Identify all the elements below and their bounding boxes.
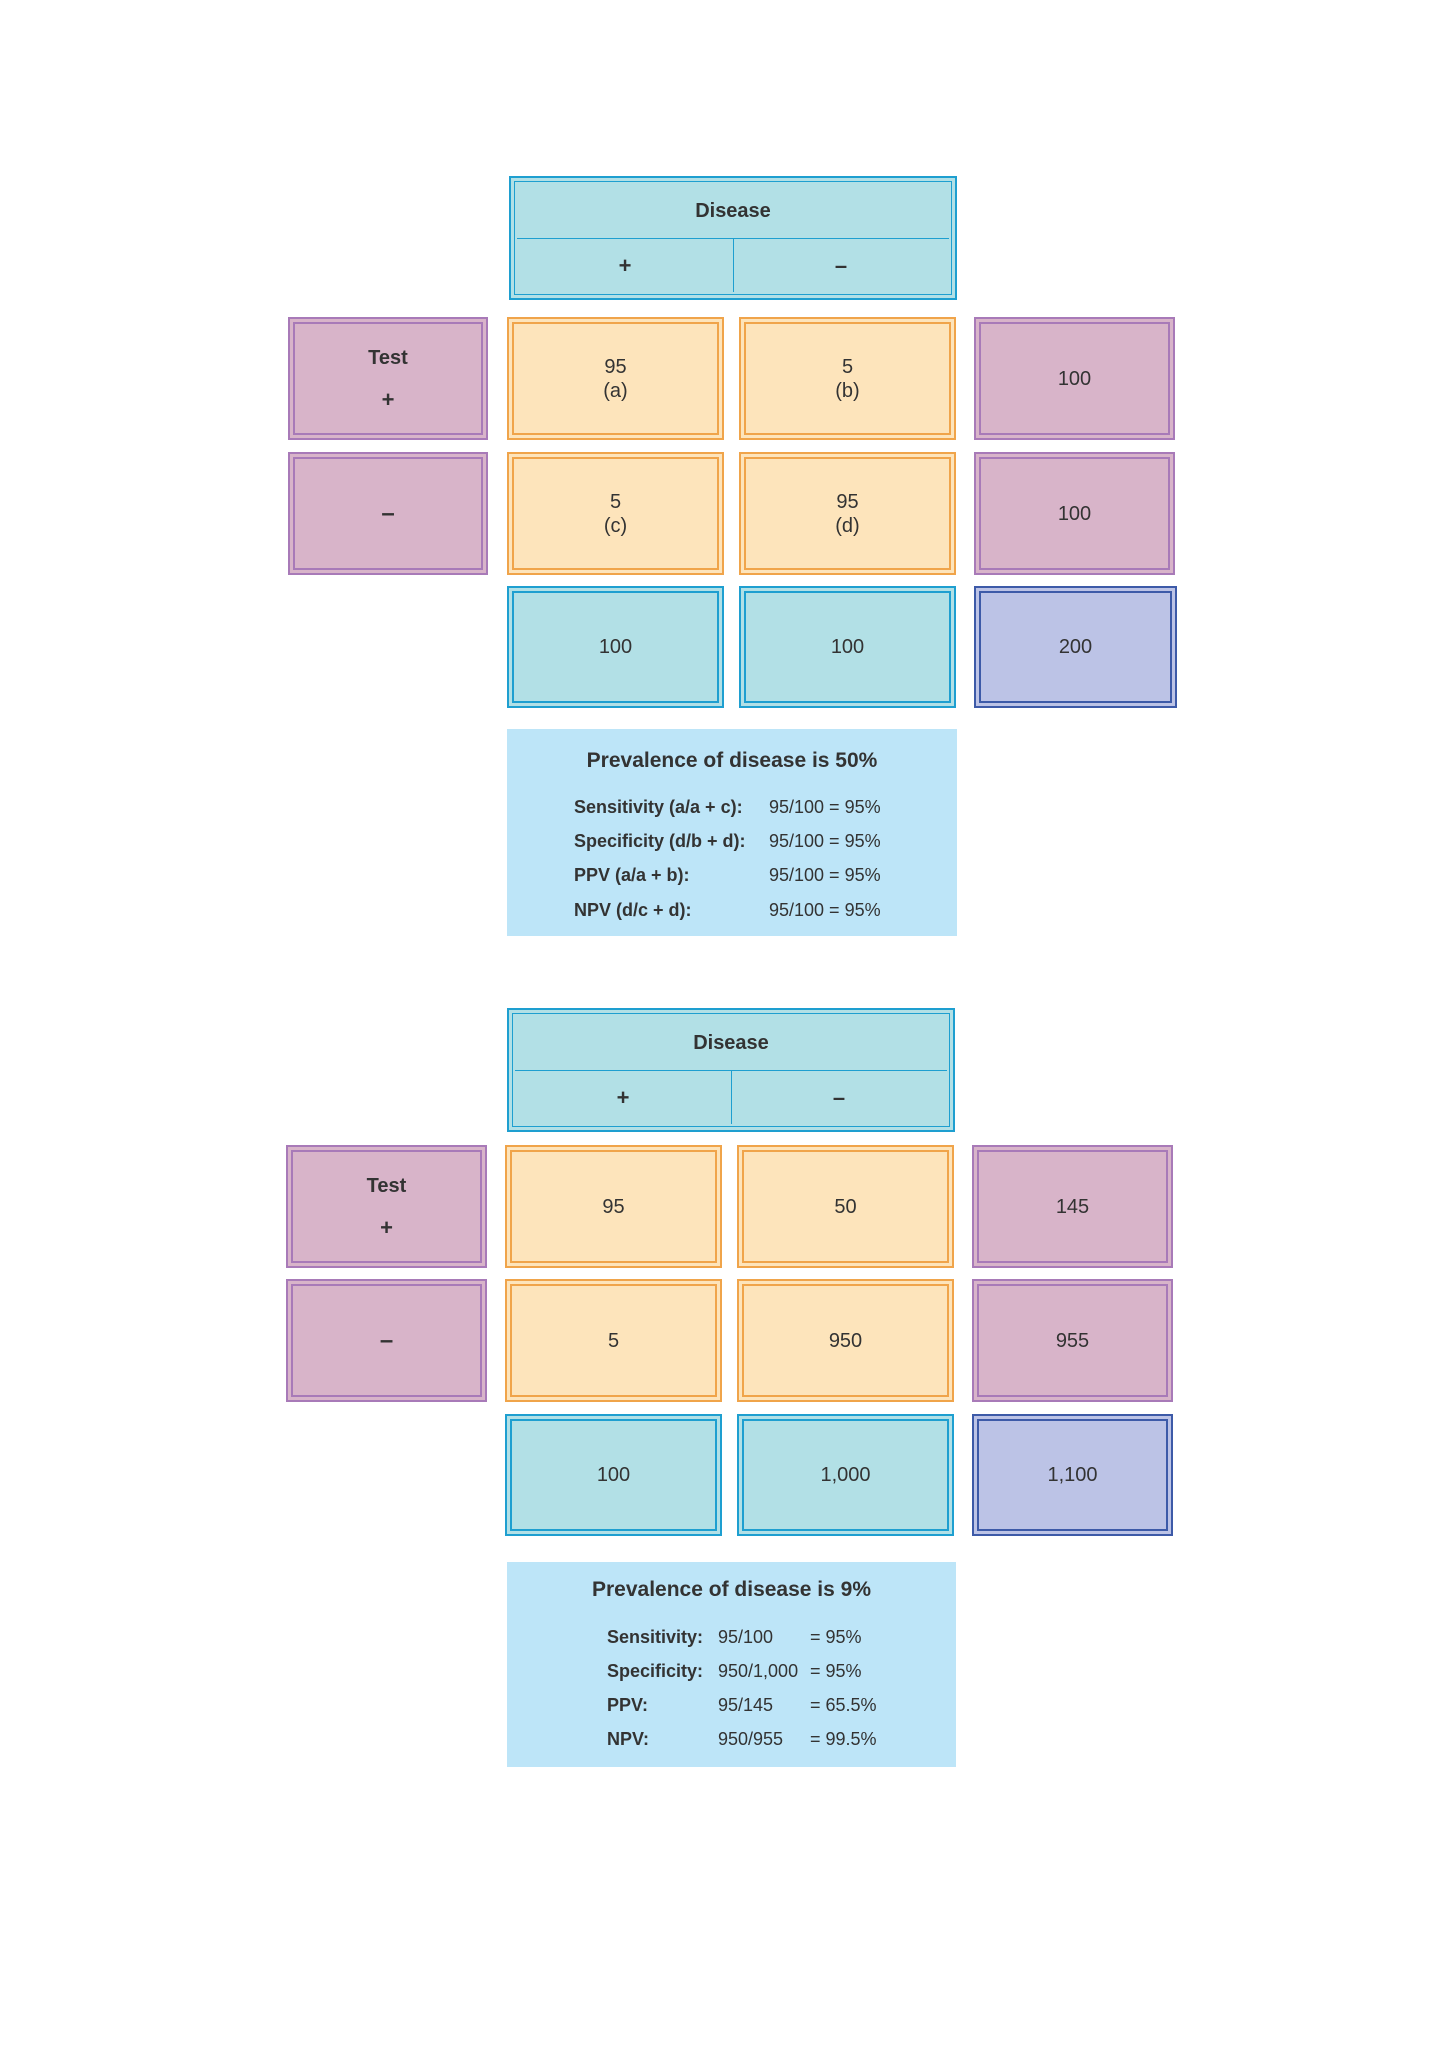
t2-col-total-minus: 1,000 bbox=[737, 1414, 954, 1536]
t2-summary-result: = 95% bbox=[810, 1627, 862, 1647]
t2-summary-panel: Prevalence of disease is 9% Sensitivity:… bbox=[507, 1562, 956, 1767]
t1-test-label: Test bbox=[368, 346, 408, 369]
t1-test-minus-box: – bbox=[288, 452, 488, 575]
t1-col-total-minus-value: 100 bbox=[830, 636, 865, 658]
t2-summary-result: = 99.5% bbox=[810, 1729, 877, 1749]
t2-test-plus-sign: + bbox=[380, 1214, 393, 1240]
t1-summary-label: Sensitivity (a/a + c): bbox=[574, 797, 743, 817]
t2-summary-label: Sensitivity: bbox=[607, 1627, 704, 1647]
t1-row-total-minus-value: 100 bbox=[1057, 502, 1092, 525]
t2-disease-title: Disease bbox=[515, 1016, 947, 1071]
t1-disease-plus: + bbox=[517, 239, 734, 292]
t2-disease-minus: – bbox=[832, 1084, 846, 1110]
t1-summary-value: 95/100 = 95% bbox=[769, 831, 881, 851]
t1-summary-value: 95/100 = 95% bbox=[769, 865, 881, 885]
t1-test-minus-sign: – bbox=[381, 499, 395, 527]
t2-summary-value: 950/955 bbox=[718, 1729, 784, 1749]
t2-cell-b: 50 bbox=[737, 1145, 954, 1268]
t1-cell-d-value: 95 bbox=[836, 490, 859, 513]
t1-summary-panel: Prevalence of disease is 50% Sensitivity… bbox=[507, 729, 957, 936]
t2-cell-a-value: 95 bbox=[602, 1195, 625, 1218]
t2-summary-value: 950/1,000 bbox=[718, 1661, 799, 1681]
t1-col-total-minus: 100 bbox=[739, 586, 956, 708]
t1-grand-total: 200 bbox=[974, 586, 1177, 708]
t2-summary-label: PPV: bbox=[607, 1695, 649, 1715]
t1-row-total-plus: 100 bbox=[974, 317, 1175, 440]
t1-disease-minus: – bbox=[834, 252, 848, 278]
t1-col-total-plus-value: 100 bbox=[598, 636, 633, 658]
t1-row-total-plus-value: 100 bbox=[1057, 367, 1092, 390]
t1-cell-c-value: 5 bbox=[609, 490, 622, 513]
t1-cell-a-value: 95 bbox=[604, 355, 627, 378]
t1-cell-b: 5 (b) bbox=[739, 317, 956, 440]
t2-summary-value: 95/145 bbox=[718, 1695, 774, 1715]
t2-test-label: Test bbox=[366, 1174, 407, 1197]
t1-summary-title: Prevalence of disease is 50% bbox=[586, 749, 878, 772]
t2-test-minus-box: – bbox=[286, 1279, 487, 1402]
t1-summary-value: 95/100 = 95% bbox=[769, 797, 881, 817]
t1-cell-b-label: (b) bbox=[835, 379, 860, 402]
t2-summary-result: = 65.5% bbox=[810, 1695, 877, 1715]
t1-cell-d-label: (d) bbox=[835, 514, 860, 537]
t2-summary-title: Prevalence of disease is 9% bbox=[592, 1578, 871, 1601]
t1-grand-total-value: 200 bbox=[1058, 636, 1093, 658]
t2-row-total-minus: 955 bbox=[972, 1279, 1173, 1402]
t2-disease-header: Disease + – bbox=[507, 1008, 955, 1132]
t1-cell-a: 95 (a) bbox=[507, 317, 724, 440]
t1-summary-value: 95/100 = 95% bbox=[769, 900, 881, 920]
t2-summary-result: = 95% bbox=[810, 1661, 862, 1681]
t1-summary-label: NPV (d/c + d): bbox=[574, 900, 692, 920]
t1-cell-b-value: 5 bbox=[841, 355, 854, 378]
t2-grand-total: 1,100 bbox=[972, 1414, 1173, 1536]
t1-cell-c-label: (c) bbox=[603, 514, 628, 537]
t2-summary-value: 95/100 bbox=[718, 1627, 774, 1647]
t2-grand-total-value: 1,100 bbox=[1047, 1464, 1098, 1486]
t2-col-total-plus-value: 100 bbox=[596, 1464, 631, 1486]
t1-col-total-plus: 100 bbox=[507, 586, 724, 708]
t2-cell-b-value: 50 bbox=[834, 1195, 857, 1218]
t2-cell-c: 5 bbox=[505, 1279, 722, 1402]
t1-summary-label: Specificity (d/b + d): bbox=[574, 831, 746, 851]
t1-row-total-minus: 100 bbox=[974, 452, 1175, 575]
t2-row-total-minus-value: 955 bbox=[1055, 1329, 1090, 1352]
t2-summary-label: NPV: bbox=[607, 1729, 650, 1749]
t2-row-total-plus: 145 bbox=[972, 1145, 1173, 1268]
t1-test-plus-box: Test + bbox=[288, 317, 488, 440]
t2-disease-plus: + bbox=[515, 1071, 732, 1124]
t2-row-total-plus-value: 145 bbox=[1055, 1195, 1090, 1218]
t1-disease-title: Disease bbox=[517, 184, 949, 239]
t2-cell-d-value: 950 bbox=[828, 1329, 863, 1352]
t2-cell-d: 950 bbox=[737, 1279, 954, 1402]
t1-cell-d: 95 (d) bbox=[739, 452, 956, 575]
t2-cell-c-value: 5 bbox=[607, 1329, 620, 1352]
t2-test-minus-sign: – bbox=[379, 1326, 394, 1354]
t1-disease-header: Disease + – bbox=[509, 176, 957, 300]
t1-test-plus-sign: + bbox=[381, 386, 395, 412]
t2-col-total-plus: 100 bbox=[505, 1414, 722, 1536]
t1-summary-label: PPV (a/a + b): bbox=[574, 865, 690, 885]
t2-test-plus-box: Test + bbox=[286, 1145, 487, 1268]
t1-cell-c: 5 (c) bbox=[507, 452, 724, 575]
t2-summary-label: Specificity: bbox=[607, 1661, 704, 1681]
t2-col-total-minus-value: 1,000 bbox=[820, 1464, 871, 1486]
t1-cell-a-label: (a) bbox=[603, 379, 628, 402]
t2-cell-a: 95 bbox=[505, 1145, 722, 1268]
